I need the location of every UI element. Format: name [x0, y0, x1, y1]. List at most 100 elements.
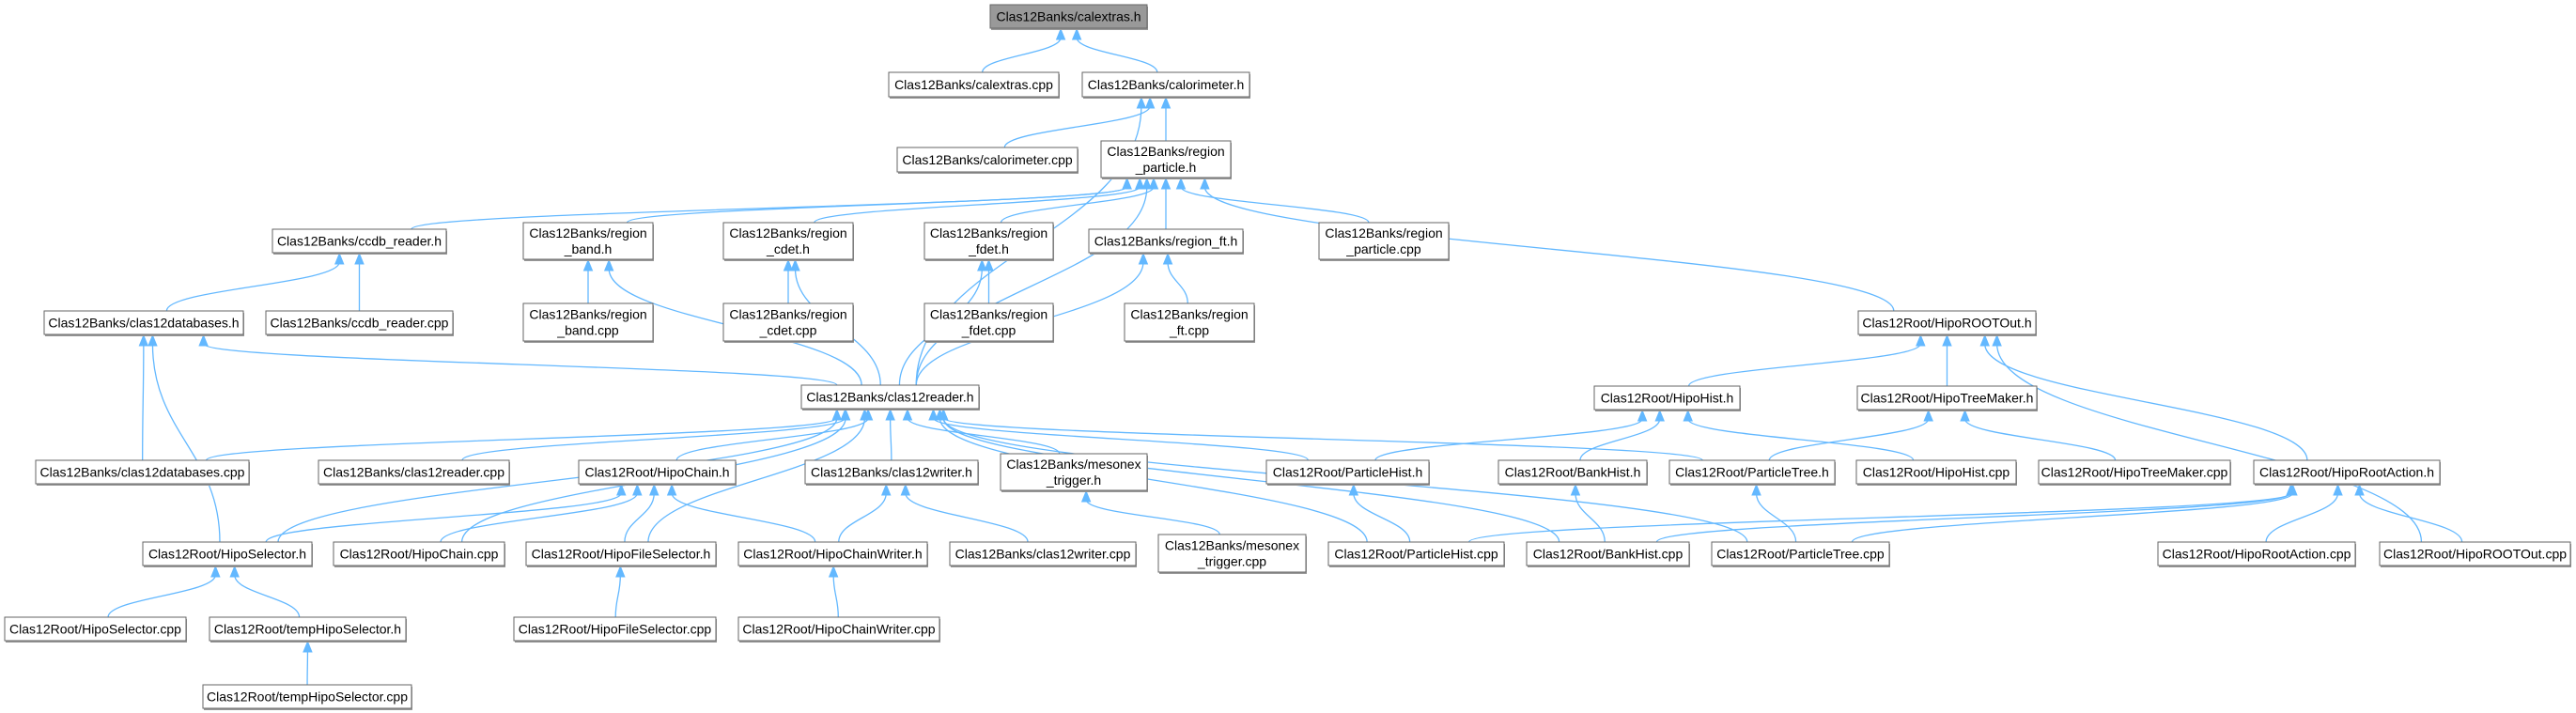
node-label: Clas12Root/HipoSelector.h: [148, 547, 306, 562]
node-hipo-chain-writer-h[interactable]: Clas12Root/HipoChainWriter.h: [737, 541, 928, 567]
node-particle-tree-h[interactable]: Clas12Root/ParticleTree.h: [1668, 459, 1836, 486]
node-clas12reader-h[interactable]: Clas12Banks/clas12reader.h: [800, 384, 980, 411]
node-calorimeter-cpp[interactable]: Clas12Banks/calorimeter.cpp: [896, 147, 1079, 174]
node-label: Clas12Banks/calorimeter.h: [1088, 77, 1245, 92]
node-calextras-cpp[interactable]: Clas12Banks/calextras.cpp: [888, 71, 1060, 99]
node-temp-hipo-selector-h[interactable]: Clas12Root/tempHipoSelector.h: [209, 616, 407, 643]
node-hipo-hist-cpp[interactable]: Clas12Root/HipoHist.cpp: [1855, 459, 2017, 486]
node-region-ft-cpp[interactable]: Clas12Banks/region_ft.cpp: [1124, 302, 1255, 343]
arrowhead-icon: [1654, 409, 1665, 422]
node-label: Clas12Banks/region: [1130, 307, 1248, 322]
node-region-fdet-h[interactable]: Clas12Banks/region_fdet.h: [923, 222, 1054, 261]
node-hipo-chain-h[interactable]: Clas12Root/HipoChain.h: [578, 459, 737, 486]
node-label: Clas12Root/ParticleHist.cpp: [1334, 547, 1498, 562]
node-region-band-h[interactable]: Clas12Banks/region_band.h: [522, 222, 654, 261]
node-hipo-file-selector-cpp[interactable]: Clas12Root/HipoFileSelector.cpp: [513, 616, 717, 643]
node-ccdb-reader-h[interactable]: Clas12Banks/ccdb_reader.h: [272, 228, 447, 255]
node-box: [1327, 541, 1505, 566]
arrowhead-icon: [1080, 489, 1092, 503]
node-ccdb-reader-cpp[interactable]: Clas12Banks/ccdb_reader.cpp: [265, 310, 454, 336]
node-clas12databases-cpp[interactable]: Clas12Banks/clas12databases.cpp: [35, 459, 250, 486]
node-hipo-rootout-h[interactable]: Clas12Root/HipoROOTOut.h: [1857, 310, 2037, 336]
node-box: [1265, 459, 1430, 485]
node-hipo-rootout-cpp[interactable]: Clas12Root/HipoROOTOut.cpp: [2379, 541, 2571, 567]
node-calextras-h[interactable]: Clas12Banks/calextras.h: [989, 4, 1148, 30]
arrowhead-icon: [1751, 483, 1761, 496]
node-label: Clas12Root/HipoFileSelector.h: [532, 547, 711, 562]
node-hipo-tree-maker-cpp[interactable]: Clas12Root/HipoTreeMaker.cpp: [2038, 459, 2231, 486]
node-temp-hipo-selector-cpp[interactable]: Clas12Root/tempHipoSelector.cpp: [202, 684, 412, 710]
node-hipo-selector-cpp[interactable]: Clas12Root/HipoSelector.cpp: [4, 616, 187, 643]
arrowhead-icon: [2333, 483, 2343, 496]
arrowhead-icon: [828, 565, 839, 578]
node-clas12databases-h[interactable]: Clas12Banks/clas12databases.h: [43, 310, 244, 336]
node-box: [578, 459, 737, 485]
node-mesonex-trigger-cpp[interactable]: Clas12Banks/mesonex_trigger.cpp: [1157, 534, 1307, 574]
node-clas12writer-cpp[interactable]: Clas12Banks/clas12writer.cpp: [949, 541, 1137, 567]
node-hipo-tree-maker-h[interactable]: Clas12Root/HipoTreeMaker.h: [1856, 385, 2038, 411]
arrowhead-icon: [885, 408, 895, 421]
node-label: Clas12Root/ParticleHist.h: [1273, 465, 1423, 480]
node-label: Clas12Banks/ccdb_reader.h: [277, 234, 442, 249]
node-particle-tree-cpp[interactable]: Clas12Root/ParticleTree.cpp: [1711, 541, 1890, 567]
node-calorimeter-h[interactable]: Clas12Banks/calorimeter.h: [1081, 71, 1250, 99]
node-label: Clas12Root/HipoRootAction.h: [2259, 465, 2434, 480]
node-label: _cdet.h: [766, 241, 810, 256]
node-hipo-hist-h[interactable]: Clas12Root/HipoHist.h: [1593, 385, 1741, 411]
arrowhead-icon: [831, 408, 843, 421]
node-hipo-selector-h[interactable]: Clas12Root/HipoSelector.h: [142, 541, 313, 567]
node-label: Clas12Banks/region: [1325, 225, 1442, 240]
node-box: [265, 310, 454, 335]
arrowhead-icon: [900, 483, 911, 496]
edges-layer: [107, 27, 2463, 686]
node-box: [202, 684, 412, 709]
node-bank-hist-h[interactable]: Clas12Root/BankHist.h: [1497, 459, 1648, 486]
node-box: [2038, 459, 2231, 485]
node-label: Clas12Banks/region: [930, 307, 1047, 322]
node-region-cdet-h[interactable]: Clas12Banks/region_cdet.h: [722, 222, 854, 261]
arrowhead-icon: [229, 565, 240, 578]
node-clas12reader-cpp[interactable]: Clas12Banks/clas12reader.cpp: [318, 459, 510, 486]
node-box: [525, 541, 717, 566]
edge-particle-tree-cpp-to-hipo-root-action-h: [1851, 492, 2294, 543]
arrowhead-icon: [649, 483, 660, 496]
node-region-particle-cpp[interactable]: Clas12Banks/region_particle.cpp: [1318, 222, 1450, 261]
node-mesonex-trigger-h[interactable]: Clas12Banks/mesonex_trigger.h: [1000, 453, 1148, 492]
node-bank-hist-cpp[interactable]: Clas12Root/BankHist.cpp: [1526, 541, 1690, 567]
node-label: Clas12Root/HipoROOTOut.cpp: [2383, 547, 2567, 562]
node-box: [522, 222, 654, 260]
node-hipo-root-action-cpp[interactable]: Clas12Root/HipoRootAction.cpp: [2157, 541, 2356, 567]
edge-hipo-chain-writer-h-to-hipo-chain-h: [671, 492, 816, 543]
node-hipo-root-action-h[interactable]: Clas12Root/HipoRootAction.h: [2253, 459, 2441, 486]
node-particle-hist-h[interactable]: Clas12Root/ParticleHist.h: [1265, 459, 1430, 486]
node-region-cdet-cpp[interactable]: Clas12Banks/region_cdet.cpp: [722, 302, 854, 343]
node-box: [1497, 459, 1648, 485]
node-hipo-chain-writer-cpp[interactable]: Clas12Root/HipoChainWriter.cpp: [737, 616, 940, 643]
node-label: _band.cpp: [556, 323, 619, 338]
node-hipo-chain-cpp[interactable]: Clas12Root/HipoChain.cpp: [333, 541, 505, 567]
arrowhead-icon: [1942, 333, 1952, 347]
node-region-ft-h[interactable]: Clas12Banks/region_ft.h: [1088, 228, 1244, 255]
arrowhead-icon: [1683, 409, 1693, 422]
node-particle-hist-cpp[interactable]: Clas12Root/ParticleHist.cpp: [1327, 541, 1505, 567]
edge-hipo-selector-h-to-clas12reader-h: [277, 417, 838, 543]
edge-particle-tree-h-to-hipo-tree-maker-h: [1768, 418, 1930, 461]
node-box: [1856, 385, 2038, 411]
edge-temp-hipo-selector-h-to-hipo-selector-h: [234, 574, 301, 618]
node-box: [1711, 541, 1890, 566]
node-clas12writer-h[interactable]: Clas12Banks/clas12writer.h: [804, 459, 979, 486]
node-box: [4, 616, 187, 642]
node-label: Clas12Root/BankHist.h: [1505, 465, 1641, 480]
node-region-fdet-cpp[interactable]: Clas12Banks/region_fdet.cpp: [923, 302, 1054, 343]
edge-mesonex-trigger-cpp-to-mesonex-trigger-h: [1085, 499, 1220, 535]
node-region-band-cpp[interactable]: Clas12Banks/region_band.cpp: [522, 302, 654, 343]
arrowhead-icon: [1175, 177, 1187, 190]
edge-hipo-hist-cpp-to-hipo-hist-h: [1687, 418, 1915, 461]
node-hipo-file-selector-h[interactable]: Clas12Root/HipoFileSelector.h: [525, 541, 717, 567]
edge-hipo-rootout-cpp-to-hipo-rootout-h: [1995, 343, 2423, 543]
node-region-particle-h[interactable]: Clas12Banks/region_particle.h: [1100, 140, 1232, 179]
arrowhead-icon: [334, 252, 345, 265]
node-label: Clas12Root/HipoTreeMaker.h: [1861, 391, 2034, 406]
node-box: [1857, 310, 2037, 335]
